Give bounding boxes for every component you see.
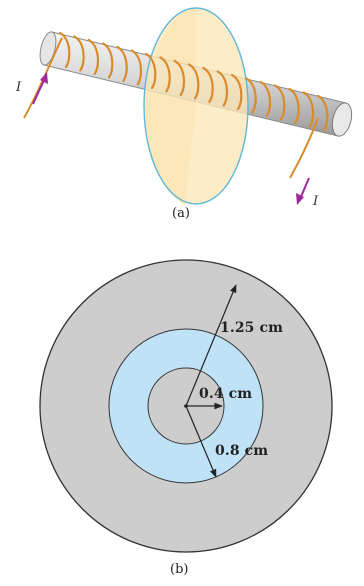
caption-a: (a): [172, 206, 190, 221]
coil-turn: [302, 91, 315, 128]
current-label-right: I: [313, 194, 319, 209]
coil-turn: [288, 87, 300, 125]
coil-turn: [259, 80, 272, 118]
middle-radius-arrow: [185, 405, 217, 478]
coil-turn: [130, 49, 143, 86]
current-label-left: I: [16, 80, 22, 95]
current-arrow-left: [32, 72, 48, 105]
coil-turn: [187, 63, 200, 100]
middle-radius-label: 0.8 cm: [215, 443, 269, 459]
coil-turn: [202, 66, 214, 104]
coil-turn: [273, 84, 286, 121]
coil-turn: [144, 52, 157, 90]
coil-turn: [101, 42, 114, 79]
coil-turn: [58, 31, 71, 69]
coil-turn: [116, 45, 128, 83]
cross-section-panel: [39, 259, 333, 553]
outer-radius-label: 1.25 cm: [220, 320, 284, 336]
cross-section-disk: [143, 7, 249, 205]
solenoid-panel: [23, 7, 353, 205]
coil-turn: [245, 77, 257, 114]
outer-radius-arrow: [185, 284, 237, 407]
coil-turn: [230, 73, 243, 111]
current-arrow-right: [296, 177, 310, 205]
coil-turn: [73, 35, 85, 72]
coil-turn: [159, 56, 171, 93]
coil-windings: [58, 31, 329, 132]
lead-wire-right: [289, 117, 319, 179]
coil-turn: [173, 59, 186, 97]
coil-turn: [316, 94, 329, 132]
inner-radius-label: 0.4 cm: [199, 386, 253, 402]
coil-turn: [216, 70, 229, 107]
caption-b: (b): [170, 562, 189, 577]
coil-turn: [87, 38, 100, 76]
